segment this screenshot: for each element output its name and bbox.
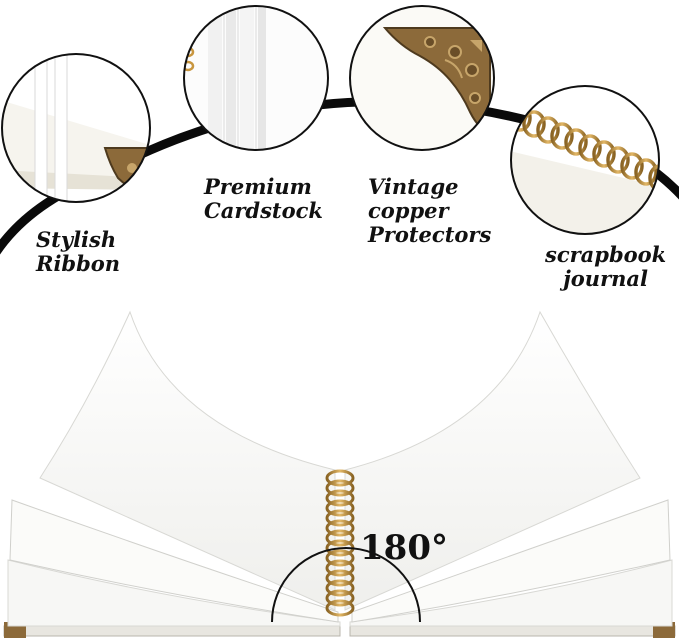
journal-label-line2: journal — [563, 266, 648, 291]
ribbon-label-line1: Stylish — [36, 227, 117, 252]
spiral-binding — [325, 469, 355, 617]
angle-label: 180° — [360, 528, 448, 568]
protectors-label-line3: Protectors — [368, 222, 492, 247]
feature-label-cardstock: Premium Cardstock — [204, 175, 323, 223]
ribbon-label-line2: Ribbon — [36, 251, 121, 276]
spiral-closeup-circle — [510, 85, 660, 235]
angle-arc — [271, 547, 421, 623]
feature-label-journal: scrapbook journal — [545, 243, 666, 291]
cardstock-label-line2: Cardstock — [204, 198, 323, 223]
cardstock-closeup-circle — [183, 5, 329, 151]
cardstock-label-line1: Premium — [204, 174, 312, 199]
open-book-illustration — [3, 310, 676, 638]
protectors-label-line1: Vintage — [368, 174, 459, 199]
copper-corner-closeup-circle — [349, 5, 495, 151]
ribbon-closeup-circle — [1, 53, 151, 203]
feature-label-ribbon: Stylish Ribbon — [36, 228, 120, 276]
protectors-label-line2: copper — [368, 198, 449, 223]
feature-label-protectors: Vintage copper Protectors — [368, 175, 491, 247]
journal-label-line1: scrapbook — [545, 242, 667, 267]
